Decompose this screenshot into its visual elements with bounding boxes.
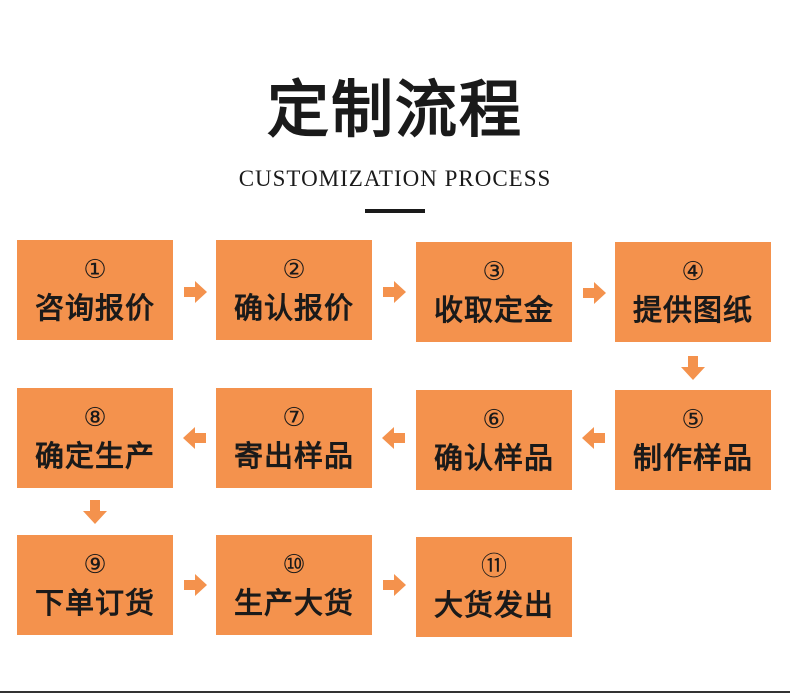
arrow-down-icon [83,500,107,524]
step-label: 生产大货 [233,586,354,620]
bottom-divider [0,691,790,693]
step-number: ⑦ [282,403,306,433]
step-number: ⑨ [83,550,107,580]
step-label: 确认报价 [233,291,354,325]
step-label: 提供图纸 [632,293,753,327]
arrow-right-icon [184,574,207,596]
step-11-box: ⑪ 大货发出 [416,537,572,637]
step-label: 收取定金 [433,293,554,327]
arrow-right-icon [583,282,606,304]
page-subtitle: CUSTOMIZATION PROCESS [238,166,552,191]
step-label: 下单订货 [34,586,155,620]
arrow-down-icon [681,356,705,380]
step-8-box: ⑧ 确定生产 [17,388,173,488]
step-3-box: ③ 收取定金 [416,242,572,342]
step-number: ⑥ [482,405,506,435]
arrow-left-icon [382,427,405,449]
arrow-right-icon [184,281,207,303]
step-label: 寄出样品 [233,439,354,473]
step-number: ③ [482,257,506,287]
step-number: ② [282,255,306,285]
step-6-box: ⑥ 确认样品 [416,390,572,490]
arrow-left-icon [183,427,206,449]
step-number: ④ [681,257,705,287]
title-divider [365,209,425,213]
step-label: 大货发出 [433,588,554,622]
arrow-left-icon [582,427,605,449]
step-label: 制作样品 [632,441,753,475]
step-10-box: ⑩ 生产大货 [216,535,372,635]
arrow-right-icon [383,574,406,596]
step-label: 确认样品 [433,441,554,475]
page-title: 定制流程 [266,73,523,146]
step-2-box: ② 确认报价 [216,240,372,340]
step-5-box: ⑤ 制作样品 [615,390,771,490]
step-number: ⑪ [480,552,507,582]
step-7-box: ⑦ 寄出样品 [216,388,372,488]
step-label: 咨询报价 [34,291,155,325]
step-number: ⑤ [681,405,705,435]
step-1-box: ① 咨询报价 [17,240,173,340]
step-number: ① [83,255,107,285]
step-number: ⑧ [83,403,107,433]
step-9-box: ⑨ 下单订货 [17,535,173,635]
step-label: 确定生产 [34,439,155,473]
step-4-box: ④ 提供图纸 [615,242,771,342]
step-number: ⑩ [282,550,306,580]
arrow-right-icon [383,281,406,303]
